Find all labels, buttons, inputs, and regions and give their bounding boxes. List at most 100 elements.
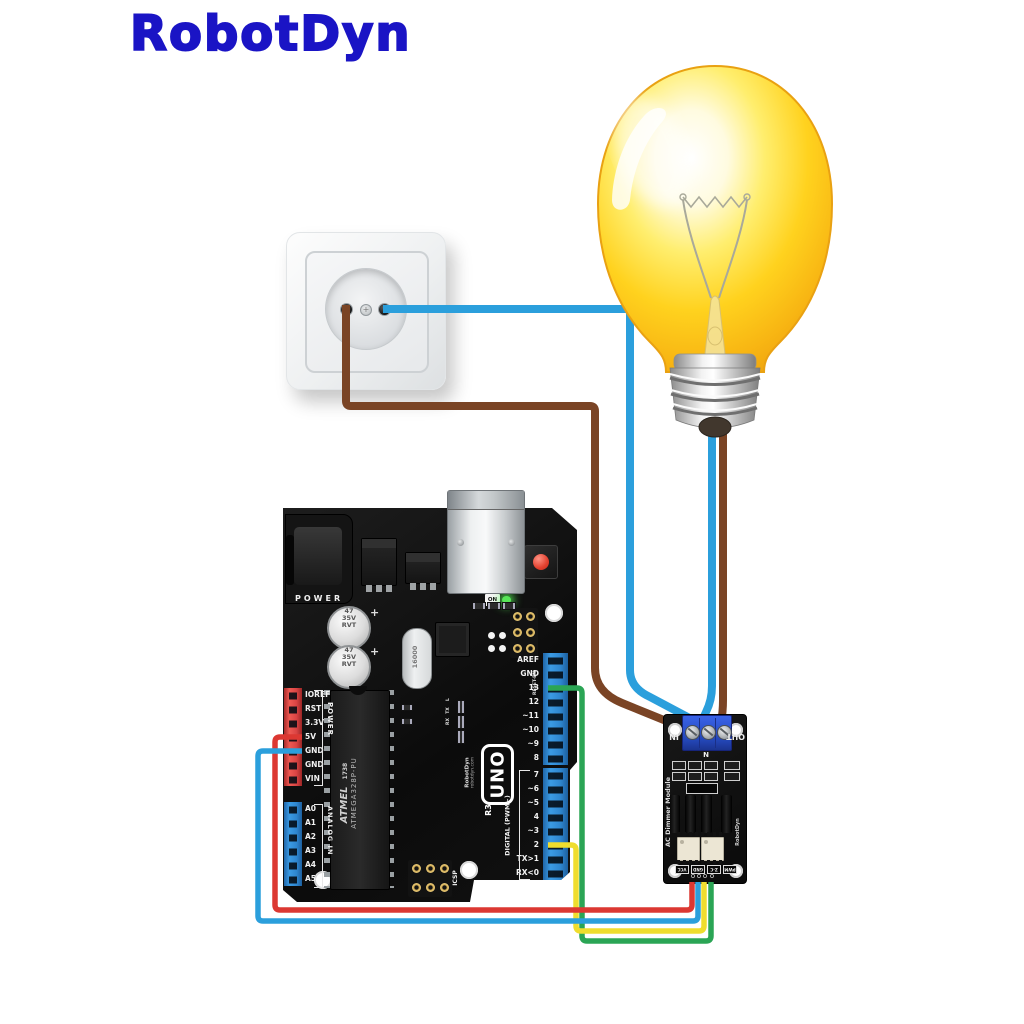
- module-brand-label: RobotDyn: [735, 818, 741, 846]
- bracket-stub: [314, 785, 323, 786]
- module-ic: [686, 783, 718, 794]
- power-on-led: [502, 596, 511, 604]
- bulb-highlight-swoosh: [612, 108, 666, 210]
- plus-mark: +: [370, 606, 380, 619]
- icsp-header: [408, 860, 452, 897]
- pin-label: GND: [305, 760, 324, 769]
- socket-neutral-hole: [378, 303, 391, 316]
- pin-label: A1: [305, 818, 317, 827]
- terminal-out-label: OUT: [726, 732, 745, 741]
- digital-header-bottom: [543, 768, 568, 880]
- pin-label: ~10: [522, 725, 539, 734]
- smd-resistor: [401, 704, 413, 711]
- opto-pins: [677, 860, 698, 864]
- optocoupler: [701, 837, 724, 861]
- digital-header-top: [543, 653, 568, 765]
- reset-button[interactable]: [524, 545, 558, 579]
- power-header: [284, 688, 302, 786]
- crystal-label: 16000: [411, 645, 419, 669]
- module-pin-label: Z-C: [707, 865, 721, 874]
- plus-mark: +: [370, 645, 380, 658]
- smd-resistor: [457, 700, 465, 714]
- wire-ac-live-bulb: [717, 422, 727, 727]
- bulb-filament: [679, 193, 751, 299]
- analog-group-bracket: [322, 804, 323, 888]
- usb-dimple: [508, 539, 515, 546]
- pin-label: A4: [305, 860, 317, 869]
- terminal-in-label: IN: [669, 732, 679, 741]
- usb-dimple: [457, 539, 464, 546]
- module-component-bar: [701, 795, 712, 833]
- dc-power-jack: [285, 514, 353, 604]
- digital-group-bracket: [519, 770, 520, 880]
- power-jack-label: POWER: [295, 594, 344, 603]
- via: [488, 632, 495, 639]
- module-mount-hole: [729, 723, 743, 737]
- mount-hole: [460, 861, 478, 879]
- usb-connector: [447, 490, 525, 594]
- voltage-regulator: [361, 538, 397, 592]
- module-smd: [688, 772, 702, 781]
- module-smd: [724, 761, 740, 770]
- module-component-bar: [685, 795, 696, 833]
- bulb-threads: [669, 373, 761, 416]
- bracket-stub: [519, 879, 530, 880]
- optocoupler: [677, 837, 700, 861]
- icsp-label: ICSP: [452, 870, 459, 886]
- voltage-regulator-2: [405, 552, 441, 590]
- module-smd: [724, 772, 740, 781]
- pin-label: A0: [305, 804, 317, 813]
- bulb-glass: [596, 64, 834, 373]
- power-group-label: POWER: [326, 702, 334, 736]
- terminal-screw-out[interactable]: [717, 725, 732, 740]
- uno-revision-label: R3: [484, 804, 493, 816]
- dc-jack-top: [294, 527, 342, 585]
- pin-label: A3: [305, 846, 317, 855]
- smd-resistor: [472, 602, 486, 610]
- board-site-label: robotdyn.com: [470, 756, 476, 789]
- pin-label: 8: [533, 753, 539, 762]
- pin-label: A5: [305, 874, 317, 883]
- opto-pins: [677, 832, 698, 836]
- module-component-bar: [721, 795, 732, 833]
- module-header-pin: [710, 874, 714, 878]
- wire-ac-neutral-bulb: [697, 420, 716, 725]
- pin-label: VIN: [305, 774, 320, 783]
- pin-label: GND: [520, 669, 539, 678]
- terminal-screw-n[interactable]: [701, 725, 716, 740]
- module-pin-label: GND: [691, 865, 705, 874]
- pin-label: ~9: [527, 739, 539, 748]
- pin-label: 3.3V: [305, 718, 325, 727]
- analog-group-label: ANALOG IN: [326, 806, 334, 856]
- bracket-stub: [314, 887, 323, 888]
- module-side-label: AC Dimmer Module: [664, 777, 672, 847]
- module-header-pin: [691, 874, 695, 878]
- bulb-contact-tip: [698, 416, 732, 438]
- chip-model-label: ATMEGA328P-PU: [350, 757, 358, 829]
- bulb-highlight: [613, 96, 691, 208]
- socket-live-hole: [340, 303, 353, 316]
- module-smd: [704, 761, 718, 770]
- pin-label: IOREF: [305, 690, 331, 699]
- terminal-neutral-label: N: [703, 751, 709, 759]
- module-header-pin: [703, 874, 707, 878]
- smd-resistor: [457, 715, 465, 729]
- reset-button-cap[interactable]: [533, 554, 549, 570]
- screw-terminal-block[interactable]: [682, 715, 732, 751]
- module-smd: [688, 761, 702, 770]
- usb-interface-chip: [435, 622, 470, 657]
- smd-resistor: [487, 602, 501, 610]
- mount-hole: [545, 604, 563, 622]
- bracket-stub: [314, 690, 323, 691]
- bulb-collar: [673, 353, 757, 371]
- smd-resistor: [502, 602, 516, 610]
- terminal-screw-in[interactable]: [685, 725, 700, 740]
